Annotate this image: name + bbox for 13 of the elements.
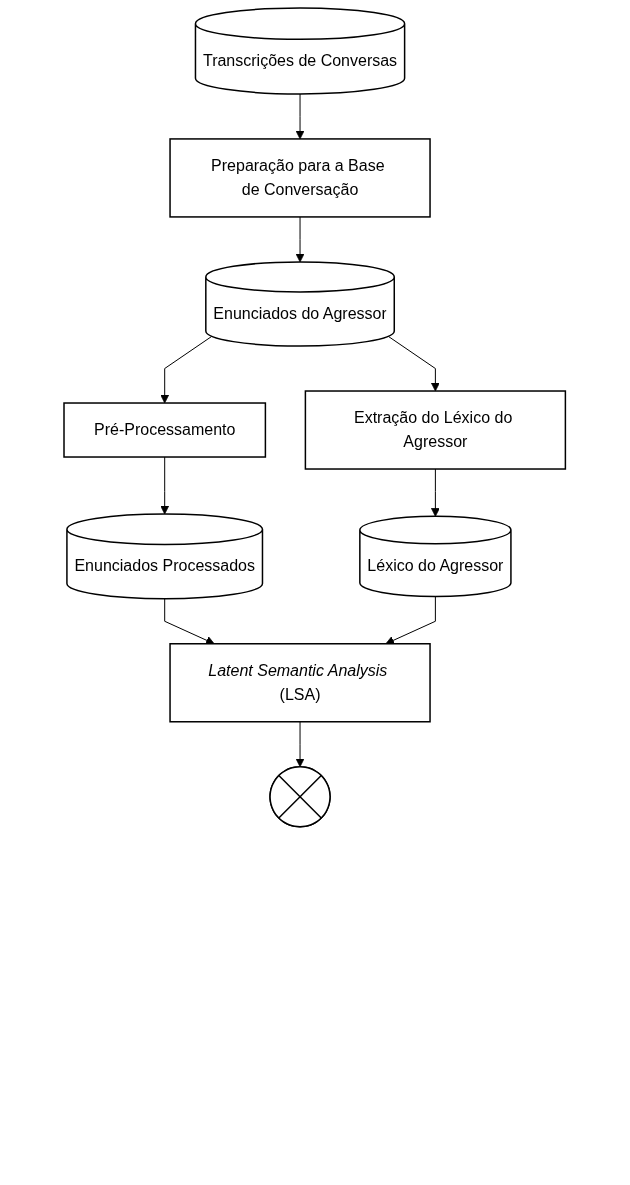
arrow [431, 468, 441, 517]
arrow [385, 595, 437, 645]
arrow [295, 216, 305, 263]
arrow [164, 598, 215, 645]
arrow [388, 335, 441, 392]
arrow [295, 93, 305, 140]
node-box: Pré-Processamento [63, 402, 267, 458]
node-box: Extração do Léxico do Agressor [304, 390, 567, 470]
arrow [160, 335, 213, 404]
arrow [160, 456, 170, 515]
node-box: Latent Semantic Analysis (LSA) [169, 643, 432, 723]
arrow [295, 721, 305, 768]
node-box: Preparação para a Base de Conversação [169, 138, 432, 218]
